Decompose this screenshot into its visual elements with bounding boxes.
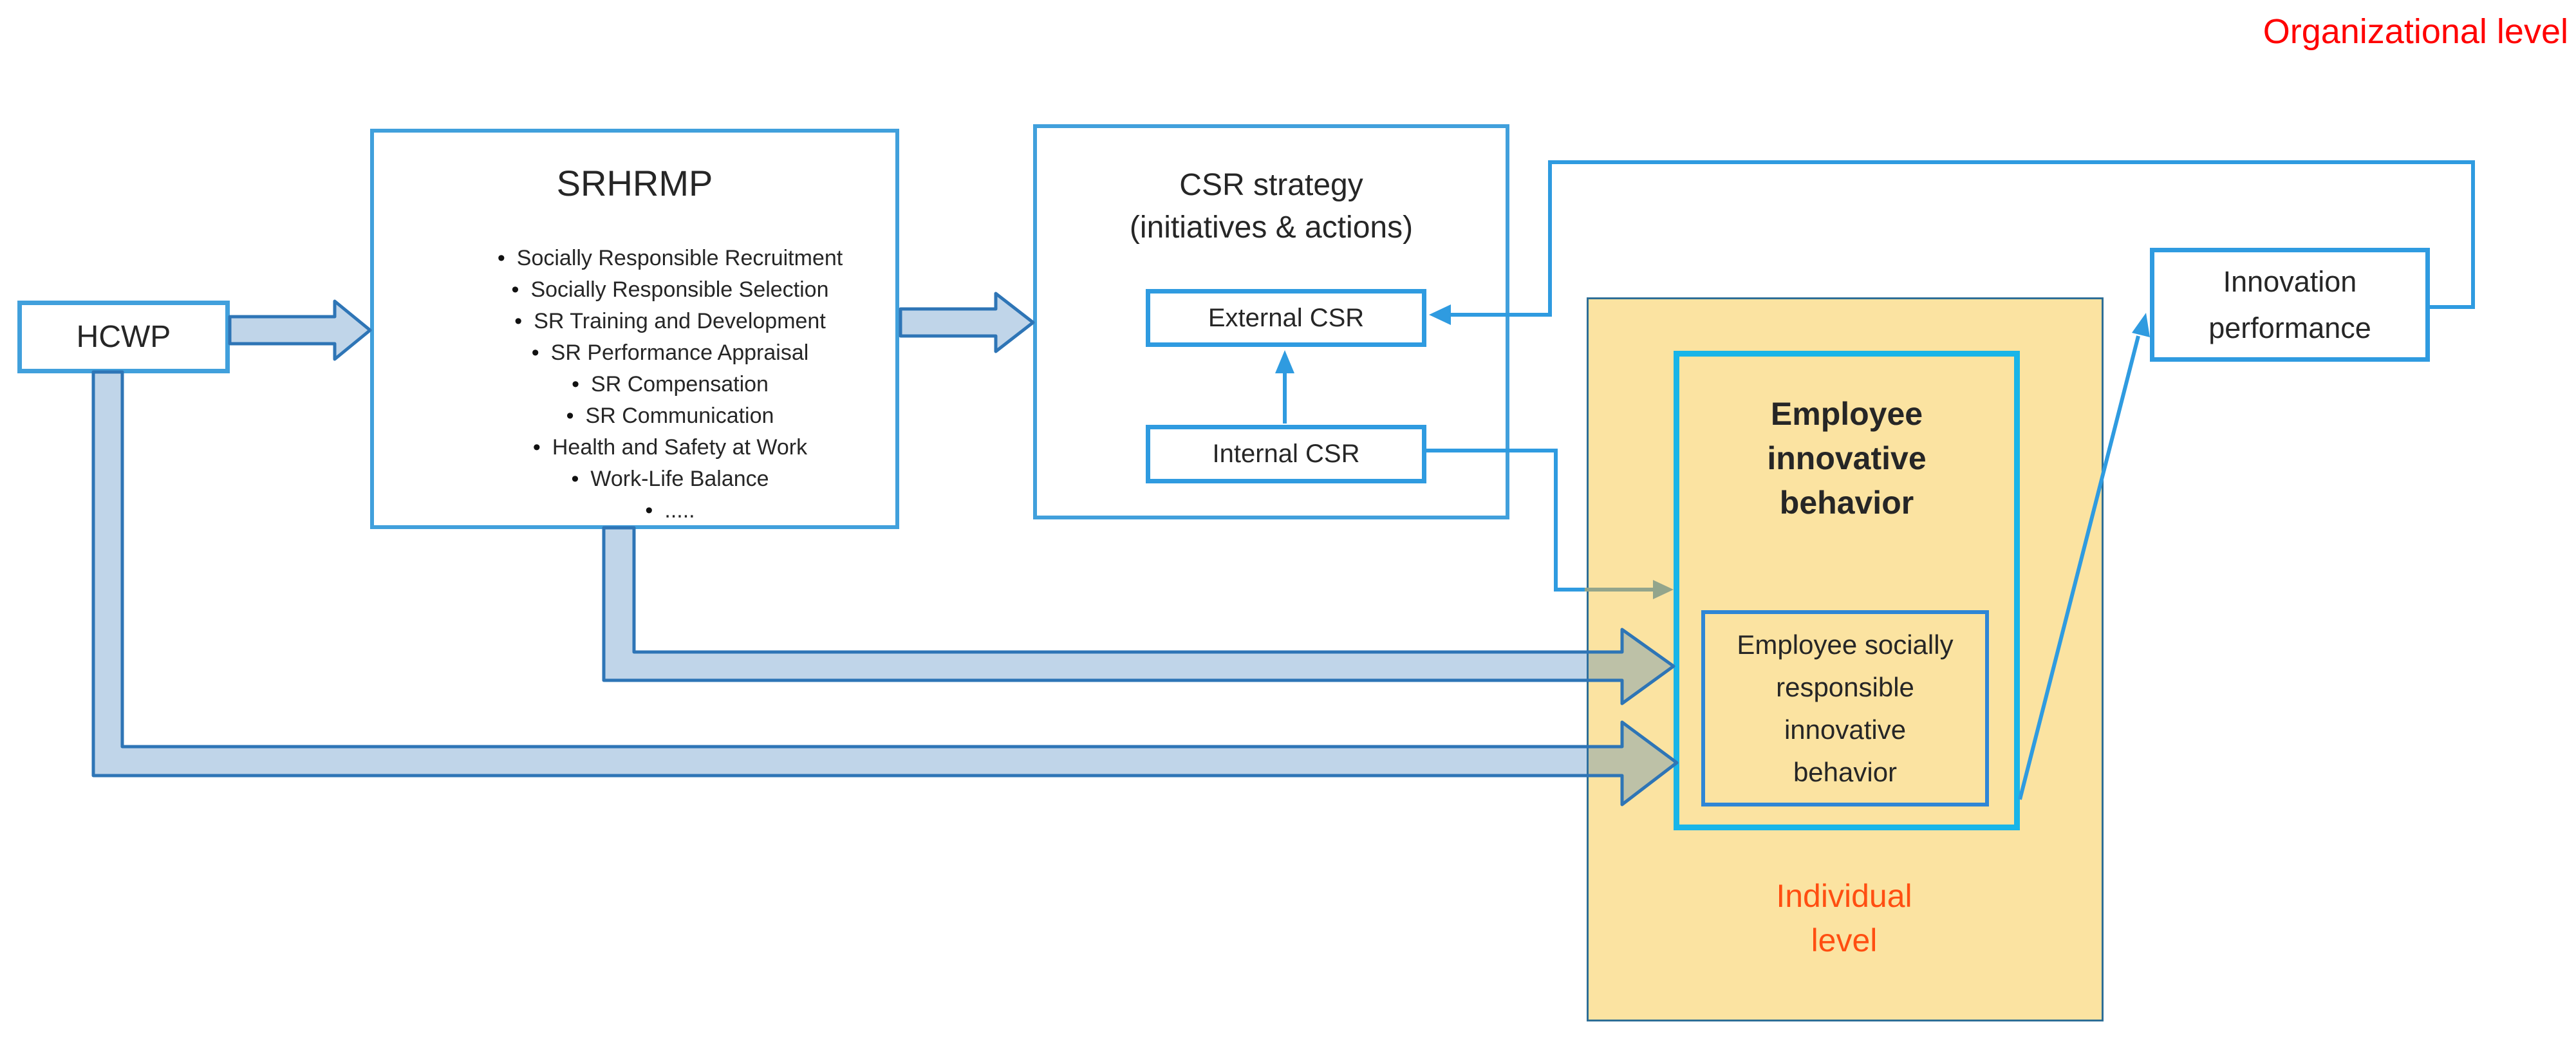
employee-innovative-behavior-title: Employee innovative behavior: [1679, 392, 2014, 525]
external-csr-box: External CSR: [1146, 289, 1426, 347]
innovation-performance-title: Innovation performance: [2208, 259, 2371, 351]
esrib-line4: behavior: [1793, 756, 1898, 787]
individual-label-line1: Individual: [1776, 878, 1912, 914]
list-item: SR Communication: [433, 400, 895, 432]
eib-line1: Employee: [1770, 396, 1923, 432]
innovation-line2: performance: [2208, 311, 2371, 344]
srhrmp-box: SRHRMP Socially Responsible Recruitment …: [370, 129, 899, 529]
csr-title-line2: (initiatives & actions): [1129, 210, 1414, 245]
list-item: .....: [433, 495, 895, 527]
diagonal-arrowhead-icon: [2132, 313, 2150, 337]
eib-line3: behavior: [1779, 485, 1914, 521]
hcwp-label: HCWP: [76, 320, 171, 354]
list-item: Health and Safety at Work: [433, 432, 895, 463]
srhrmp-to-employee-arrow: [602, 526, 1675, 705]
individual-label-line2: level: [1811, 922, 1878, 958]
employee-sr-innovative-behavior-box: Employee socially responsible innovative…: [1701, 610, 1989, 806]
esrib-line3: innovative: [1784, 714, 1907, 745]
list-item: SR Training and Development: [433, 306, 895, 337]
hcwp-to-srhrmp-arrow: [228, 299, 372, 361]
innovation-line1: Innovation: [2223, 265, 2357, 298]
srhrmp-title: SRHRMP: [556, 163, 713, 203]
srhrmp-practices-list: Socially Responsible Recruitment Sociall…: [374, 243, 895, 527]
individual-level-label: Individual level: [1712, 874, 1976, 963]
internal-csr-box: Internal CSR: [1146, 425, 1426, 483]
csr-strategy-title: CSR strategy (initiatives & actions): [1037, 164, 1506, 249]
employee-innovative-behavior-box: Employee innovative behavior: [1674, 351, 2020, 830]
external-csr-label: External CSR: [1208, 303, 1365, 332]
list-item: Socially Responsible Recruitment: [433, 243, 895, 274]
eib-line2: innovative: [1767, 440, 1927, 476]
list-item: Work-Life Balance: [433, 463, 895, 495]
esrib-line2: responsible: [1776, 671, 1914, 702]
esrib-text: Employee socially responsible innovative…: [1737, 624, 1953, 794]
list-item: SR Compensation: [433, 369, 895, 400]
internal-csr-label: Internal CSR: [1212, 440, 1360, 468]
hcwp-box: HCWP: [17, 301, 230, 373]
list-item: Socially Responsible Selection: [433, 274, 895, 306]
innovation-performance-box: Innovation performance: [2150, 248, 2430, 362]
list-item: SR Performance Appraisal: [433, 337, 895, 369]
srhrmp-to-csr-arrow: [899, 292, 1035, 353]
organizational-level-label: Organizational level: [2263, 12, 2568, 51]
esrib-line1: Employee socially: [1737, 629, 1954, 660]
csr-title-line1: CSR strategy: [1179, 168, 1363, 202]
